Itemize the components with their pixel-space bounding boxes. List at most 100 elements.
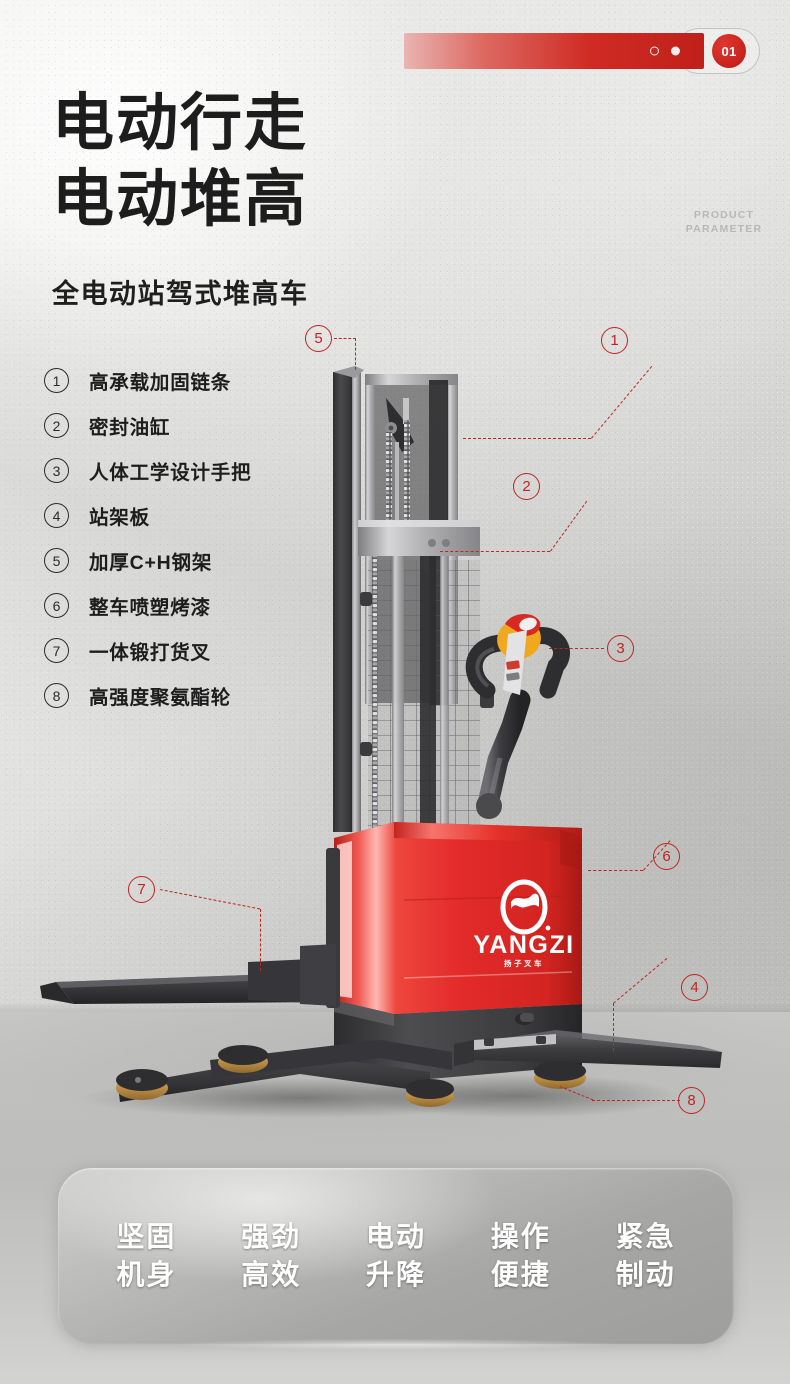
feature-number: 1 xyxy=(44,368,69,393)
list-item: 4 站架板 xyxy=(44,493,344,538)
body-side-panel xyxy=(334,822,582,1014)
feature-number: 4 xyxy=(44,503,69,528)
mast-top-crossbar xyxy=(365,374,458,385)
benefit-top: 操作 xyxy=(490,1221,551,1252)
benefit-top: 电动 xyxy=(365,1221,426,1252)
mast-rail-front xyxy=(392,556,404,838)
progress-dots xyxy=(650,46,680,56)
control-button-red xyxy=(506,660,520,670)
platform-hinge-plate xyxy=(474,1034,556,1050)
leader-line-5-v xyxy=(355,338,356,370)
carriage-crossbar xyxy=(358,520,480,556)
benefit-item: 强劲 高效 xyxy=(241,1218,301,1294)
body-panel-line-lower xyxy=(403,971,573,979)
fork-leg-front xyxy=(118,1054,430,1102)
leader-line-5-h xyxy=(334,338,356,339)
feature-number: 3 xyxy=(44,458,69,483)
benefit-top: 强劲 xyxy=(241,1221,302,1252)
fork-assembly xyxy=(40,944,586,1107)
leader-line-2-h xyxy=(440,551,550,552)
fork-leg-rear xyxy=(210,1040,452,1078)
list-item: 3 人体工学设计手把 xyxy=(44,448,344,493)
watermark-line-1: PRODUCT xyxy=(693,209,755,221)
logo-wave-icon xyxy=(511,893,539,909)
headline-line-1: 电动行走 xyxy=(52,89,309,158)
list-item: 7 一体锻打货叉 xyxy=(44,628,344,673)
control-head-white-cap xyxy=(519,617,537,631)
feature-label: 加厚C+H钢架 xyxy=(89,552,213,574)
leader-line-6-h xyxy=(588,870,643,871)
benefit-item: 操作 便捷 xyxy=(491,1218,551,1294)
logo-registered-dot xyxy=(545,925,551,931)
platform-deck-edge xyxy=(466,1030,722,1052)
load-wheel-front-hub xyxy=(116,1069,168,1091)
callout-marker-4: 4 xyxy=(681,974,708,1001)
feature-number: 6 xyxy=(44,593,69,618)
carriage-bolt-a xyxy=(428,539,436,547)
watermark-line-2: PARAMETER xyxy=(685,223,763,235)
body-highlight-strip xyxy=(337,841,352,998)
feature-label: 密封油缸 xyxy=(89,417,171,439)
leader-line-1-h xyxy=(463,438,591,439)
logo-brand-text: YANGZI xyxy=(473,931,574,959)
feature-number: 2 xyxy=(44,413,69,438)
tiller-handle-assembly xyxy=(465,613,570,819)
lift-chain-right xyxy=(404,420,410,532)
platform-hinge-a xyxy=(484,1038,494,1046)
logo-brand-text-cn: 扬子叉车 xyxy=(504,958,544,968)
mast-bracket-upper xyxy=(360,592,372,606)
callout-marker-3: 3 xyxy=(607,635,634,662)
tiller-pivot xyxy=(476,793,502,819)
feature-label: 高承载加固链条 xyxy=(89,372,232,394)
benefit-bottom: 升降 xyxy=(365,1259,426,1290)
dot-solid-icon xyxy=(671,46,680,56)
feature-list: 1 高承载加固链条 2 密封油缸 3 人体工学设计手把 4 站架板 5 加厚C+… xyxy=(44,358,344,718)
benefit-bottom: 便捷 xyxy=(490,1259,551,1290)
benefit-bottom: 机身 xyxy=(116,1259,177,1290)
page-subtitle: 全电动站驾式堆高车 xyxy=(52,279,309,309)
benefit-top: 紧急 xyxy=(615,1221,676,1252)
body-top-edge xyxy=(394,822,582,842)
mast-assembly xyxy=(333,366,494,838)
feature-number: 5 xyxy=(44,548,69,573)
leader-line-8-h xyxy=(592,1100,680,1101)
lift-chain-left xyxy=(386,432,392,532)
callout-marker-7: 7 xyxy=(128,876,155,903)
list-item: 2 密封油缸 xyxy=(44,403,344,448)
benefit-bottom: 制动 xyxy=(615,1259,676,1290)
mast-bracket-lower xyxy=(360,742,372,756)
mast-outer-left-edge xyxy=(352,372,361,832)
yangzi-logo: YANGZI 扬子叉车 xyxy=(473,879,574,968)
list-item: 6 整车喷塑烤漆 xyxy=(44,583,344,628)
fork-tip xyxy=(40,982,74,1004)
feature-label: 整车喷塑烤漆 xyxy=(89,597,211,619)
benefit-bottom: 高效 xyxy=(241,1259,302,1290)
headline-line-2: 电动堆高 xyxy=(52,165,309,234)
benefits-panel: 坚固 机身 强劲 高效 电动 升降 操作 便捷 紧急 制动 xyxy=(58,1168,734,1354)
cylinder-rod xyxy=(395,442,399,532)
top-progress-bar: 01 xyxy=(404,28,760,74)
leader-line-3-h xyxy=(549,648,604,649)
mast-cap-left xyxy=(333,366,364,378)
feature-number: 8 xyxy=(44,683,69,708)
chassis-top-light xyxy=(334,1000,394,1026)
drive-wheel-hub xyxy=(534,1061,586,1081)
benefit-item: 坚固 机身 xyxy=(116,1218,176,1294)
benefit-top: 坚固 xyxy=(116,1221,177,1252)
chain-pulley-hub xyxy=(388,425,394,431)
platform-hinge-b xyxy=(536,1036,546,1044)
dot-hollow-icon xyxy=(650,46,659,56)
feature-label: 高强度聚氨酯轮 xyxy=(89,687,232,709)
mast-rail-dark xyxy=(420,556,436,838)
chain-anchor-rod xyxy=(403,398,409,424)
leader-line-7-v xyxy=(260,909,261,971)
fork-heel xyxy=(300,944,336,1006)
logo-oval xyxy=(500,879,548,935)
page-title: 电动行走 电动堆高 xyxy=(52,86,472,238)
feature-number: 7 xyxy=(44,638,69,663)
section-number-badge: 01 xyxy=(712,34,746,68)
load-wheel-front-bolt xyxy=(135,1077,141,1083)
benefit-item: 电动 升降 xyxy=(366,1218,426,1294)
